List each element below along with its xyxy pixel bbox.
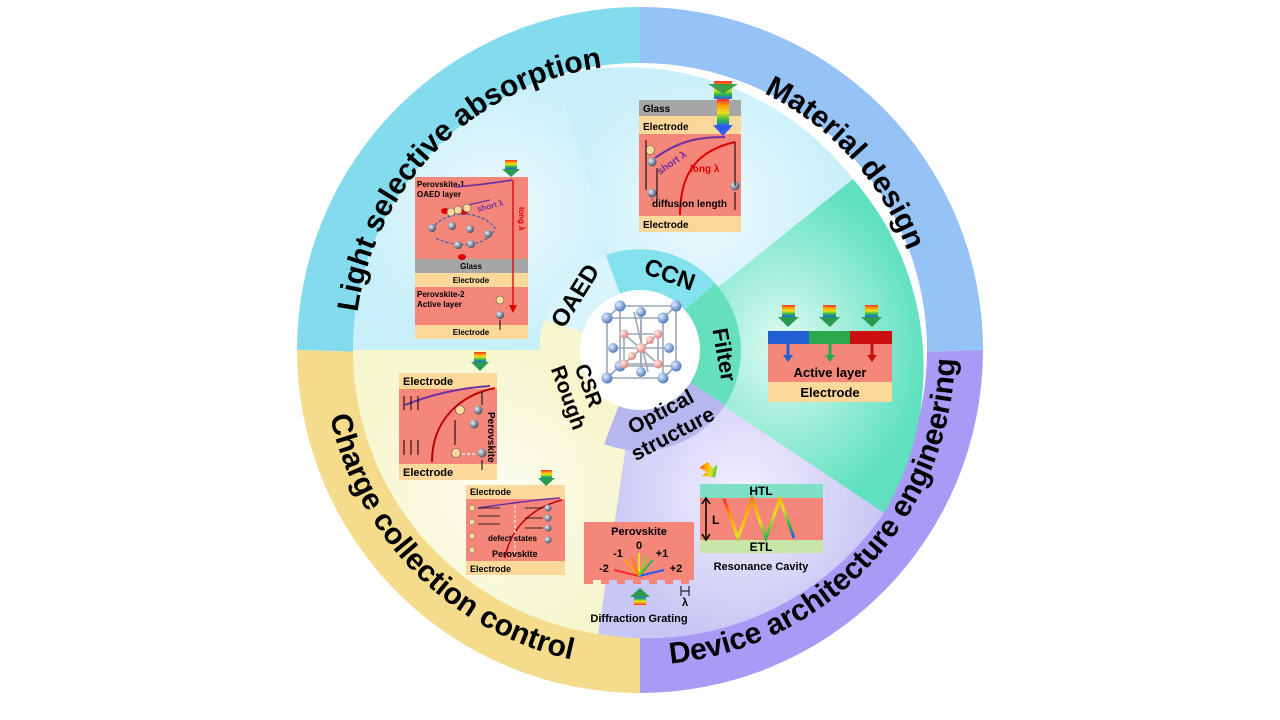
ccn-long-label: long λ	[690, 164, 720, 175]
oaed-glass-label: Glass	[460, 262, 482, 271]
rough-electrode-top-label: Electrode	[470, 487, 511, 497]
grating-order-0: 0	[636, 540, 642, 552]
csr-electrode-top-label: Electrode	[403, 376, 453, 388]
oaed-perovskite1-label: Perovskite-1	[417, 180, 465, 189]
cavity-l-label: L	[712, 513, 719, 527]
cavity-htl-label: HTL	[749, 484, 772, 498]
oaed-active-layer-label: Active layer	[417, 300, 462, 309]
csr-electrode-bottom-label: Electrode	[403, 467, 453, 479]
grating-order-minus2: -2	[599, 563, 609, 575]
panel-filter: Active layer Electrode	[768, 305, 892, 402]
grating-order-minus1: -1	[613, 548, 623, 560]
filter-active-layer-label: Active layer	[794, 365, 867, 380]
rough-perovskite-label: Perovskite	[492, 549, 538, 559]
ccn-glass-label: Glass	[643, 104, 671, 115]
crystal-lattice-icon	[601, 300, 682, 384]
oaed-layer-label: OAED layer	[417, 190, 461, 199]
rough-defect-label: defect states	[488, 534, 537, 543]
panel-rough: Electrode Electrode defect states Perovs…	[466, 470, 565, 575]
panel-oaed: Perovskite-1 OAED layer short λ long λ G…	[415, 160, 528, 339]
grating-order-plus2: +2	[670, 563, 683, 575]
grating-lambda-label: λ	[682, 597, 688, 609]
panel-diffraction-grating: Perovskite 0 -1 +1 -2 +2 λ Diffraction G…	[584, 522, 694, 625]
ccn-electrode-top-label: Electrode	[643, 122, 689, 133]
rough-electrode-bottom-label: Electrode	[470, 564, 511, 574]
grating-order-plus1: +1	[656, 548, 669, 560]
grating-perovskite-label: Perovskite	[611, 526, 667, 538]
panel-ccn: Glass Electrode short λ long λ diffusion…	[639, 81, 741, 232]
oaed-long-label: long λ	[517, 207, 526, 231]
ccn-diffusion-label: diffusion length	[652, 199, 727, 210]
cavity-etl-label: ETL	[750, 540, 773, 554]
oaed-electrode1-label: Electrode	[453, 276, 490, 285]
oaed-perovskite2-label: Perovskite-2	[417, 290, 465, 299]
panel-csr: Electrode Electrode Perovskite	[399, 352, 497, 480]
oaed-electrode2-label: Electrode	[453, 328, 490, 337]
filter-electrode-label: Electrode	[800, 385, 859, 400]
grating-caption: Diffraction Grating	[590, 613, 687, 625]
ccn-electrode-bottom-label: Electrode	[643, 220, 689, 231]
cavity-caption: Resonance Cavity	[714, 561, 810, 573]
panel-resonance-cavity: HTL ETL L Resonance Cavity	[699, 461, 823, 573]
csr-perovskite-label: Perovskite	[485, 412, 496, 463]
